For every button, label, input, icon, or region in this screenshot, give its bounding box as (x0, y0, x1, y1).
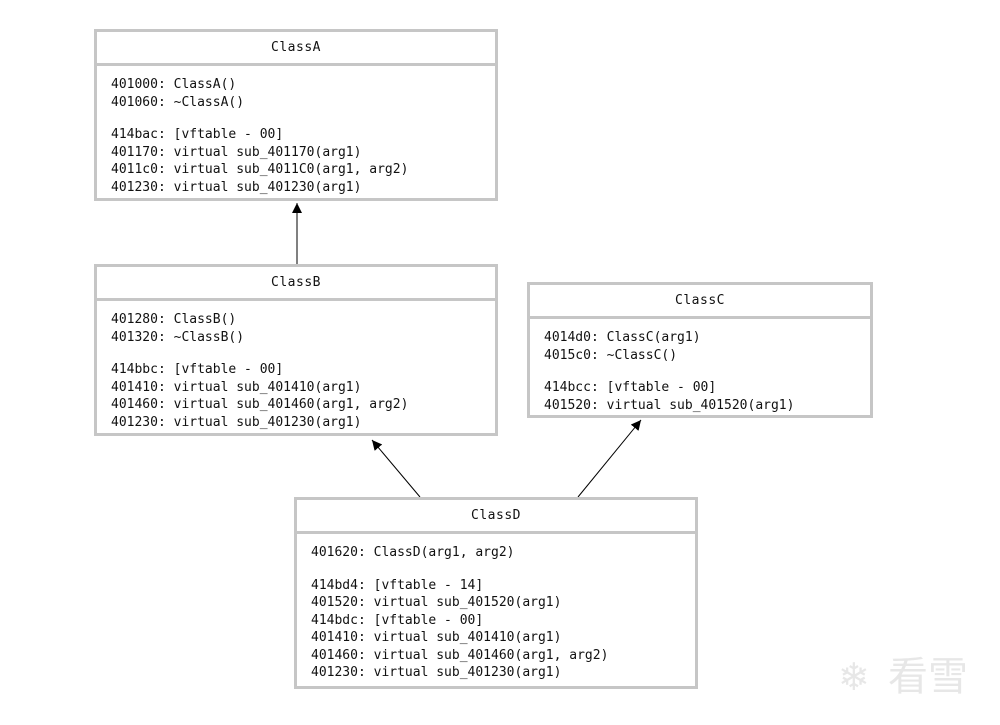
class-box-classc: ClassC 4014d0: ClassC(arg1) 4015c0: ~Cla… (527, 282, 873, 418)
method-row: 401520: virtual sub_401520(arg1) (311, 595, 562, 610)
constructor-row: 401620: ClassD(arg1, arg2) (311, 545, 515, 560)
class-members: 401620: ClassD(arg1, arg2) 414bd4: [vfta… (297, 534, 695, 692)
method-row: 401410: virtual sub_401410(arg1) (311, 630, 562, 645)
constructor-row: 4014d0: ClassC(arg1) (544, 330, 701, 345)
vftable-row: 414bcc: [vftable - 00] (544, 380, 717, 395)
class-name: ClassB (97, 267, 495, 301)
class-members: 401280: ClassB() 401320: ~ClassB() 414bb… (97, 301, 495, 441)
row-spacer (111, 111, 481, 126)
class-box-classa: ClassA 401000: ClassA() 401060: ~ClassA(… (94, 29, 498, 201)
method-row: 401520: virtual sub_401520(arg1) (544, 397, 795, 413)
constructor-row: 401280: ClassB() (111, 312, 237, 327)
row-spacer (544, 364, 856, 379)
class-name: ClassD (297, 500, 695, 534)
row-spacer (111, 346, 481, 361)
vftable-row: 414bd4: [vftable - 14] (311, 577, 484, 593)
vftable-row: 414bac: [vftable - 00] (111, 127, 284, 142)
method-row: 401460: virtual sub_401460(arg1, arg2) (111, 397, 409, 412)
watermark-logo: ❄ 看雪 (838, 654, 978, 700)
class-name: ClassA (97, 32, 495, 66)
method-row: 401410: virtual sub_401410(arg1) (111, 379, 362, 395)
class-box-classd: ClassD 401620: ClassD(arg1, arg2) 414bd4… (294, 497, 698, 689)
destructor-row: 4015c0: ~ClassC() (544, 347, 678, 363)
method-row: 401230: virtual sub_401230(arg1) (311, 665, 562, 680)
method-row: 401460: virtual sub_401460(arg1, arg2) (311, 647, 609, 663)
method-row: 401230: virtual sub_401230(arg1) (111, 414, 362, 430)
destructor-row: 401060: ~ClassA() (111, 94, 245, 110)
class-members: 401000: ClassA() 401060: ~ClassA() 414ba… (97, 66, 495, 206)
destructor-row: 401320: ~ClassB() (111, 329, 245, 345)
row-spacer (311, 562, 681, 577)
class-name: ClassC (530, 285, 870, 319)
watermark-text: 看雪 (888, 654, 968, 700)
arrow-classd-to-classb (371, 439, 421, 498)
class-box-classb: ClassB 401280: ClassB() 401320: ~ClassB(… (94, 264, 498, 436)
vftable-row: 414bbc: [vftable - 00] (111, 362, 284, 377)
method-row: 401170: virtual sub_401170(arg1) (111, 144, 362, 160)
constructor-row: 401000: ClassA() (111, 77, 237, 92)
vftable-row: 414bdc: [vftable - 00] (311, 612, 484, 628)
method-row: 401230: virtual sub_401230(arg1) (111, 179, 362, 195)
snowflake-icon: ❄ (838, 655, 870, 699)
arrow-classd-to-classc (577, 419, 642, 498)
class-members: 4014d0: ClassC(arg1) 4015c0: ~ClassC() 4… (530, 319, 870, 424)
method-row: 4011c0: virtual sub_4011C0(arg1, arg2) (111, 162, 409, 177)
